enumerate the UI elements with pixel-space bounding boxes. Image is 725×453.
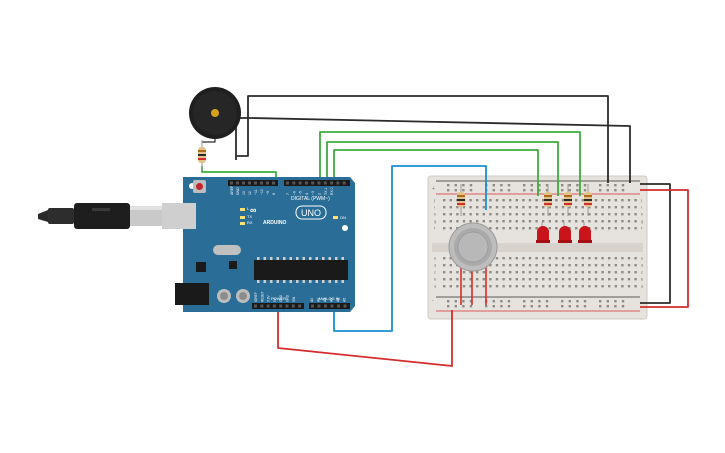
digital-pin-label: GND	[236, 187, 240, 195]
resistor-led-3[interactable]	[584, 184, 592, 216]
wire-blue	[333, 165, 487, 332]
microcontroller-chip	[254, 260, 348, 280]
led-red-1[interactable]	[536, 222, 550, 243]
analog-header-label: ANALOG IN	[318, 296, 340, 301]
digital-pin-label: 13	[242, 191, 246, 195]
model-label: UNO	[301, 208, 321, 218]
wire-black-1	[236, 95, 609, 183]
wire-red-rail	[640, 189, 689, 308]
digital-pin-label: ~3	[311, 191, 315, 195]
gas-sensor[interactable]	[448, 222, 498, 305]
row-bottom-letter: b	[641, 277, 644, 282]
wire-black-2	[235, 117, 631, 183]
rail-minus-label: -	[432, 298, 434, 304]
digital-pin-label: 12	[248, 191, 252, 195]
row-bottom-letter: d	[641, 263, 643, 268]
digital-pin-label: ~9	[266, 191, 270, 195]
row-top-letter: g	[434, 219, 436, 224]
resistor-sensor[interactable]	[457, 184, 465, 216]
analog-pin-label: A0	[310, 298, 314, 302]
usb-port	[162, 203, 196, 229]
row-bottom-letter: a	[641, 284, 644, 289]
row-top-letter: g	[641, 219, 643, 224]
power-pin-label: IOREF	[254, 292, 258, 302]
on-label: ON	[340, 215, 346, 220]
digital-pin-label: ~10	[260, 189, 264, 195]
digital-pin-label: ~5	[299, 191, 303, 195]
row-top-letter: i	[641, 205, 642, 210]
power-pin-label: RESET	[260, 291, 264, 302]
wire-green-2	[326, 141, 559, 196]
power-pin-label: GND	[286, 294, 290, 302]
row-top-letter: f	[641, 226, 643, 231]
row-top-letter: f	[434, 226, 436, 231]
row-bottom-letter: b	[434, 277, 437, 282]
resistor-led-1[interactable]	[544, 184, 552, 216]
row-top-letter: i	[434, 205, 435, 210]
row-bottom-letter: d	[434, 263, 436, 268]
analog-pin-label: A3	[330, 298, 334, 302]
rail-plus-label: +	[432, 186, 435, 192]
digital-pin-label: RX 0	[330, 187, 334, 195]
digital-pin-label: ~6	[292, 191, 296, 195]
digital-pin-label: AREF	[230, 186, 234, 195]
analog-pin-label: A4	[336, 298, 340, 302]
row-bottom-letter: c	[434, 270, 436, 275]
row-top-letter: j	[640, 198, 642, 203]
led-rx-label: RX	[247, 220, 253, 225]
power-pin-label: 3.3V	[267, 295, 271, 302]
power-pin-label: GND	[279, 294, 283, 302]
power-jack	[175, 283, 209, 305]
row-top-letter: h	[434, 212, 436, 217]
resistor-led-2[interactable]	[564, 184, 572, 216]
digital-pin-label: ~11	[254, 189, 258, 195]
power-pin-label: VIN	[292, 296, 296, 302]
row-bottom-letter: c	[641, 270, 643, 275]
analog-pin-label: A5	[343, 298, 347, 302]
digital-pin-label: 4	[305, 193, 309, 195]
digital-pin-label: 8	[272, 193, 276, 195]
infinity-logo: ∞	[250, 205, 257, 215]
resistor-buzzer[interactable]	[198, 140, 206, 170]
digital-pin-label: TX 1	[324, 188, 328, 195]
wire-black-rail	[640, 183, 671, 304]
arduino-uno[interactable]: DIGITAL (PWM~) ∞ ARDUINO UNO L TX RX ON …	[162, 177, 355, 312]
analog-pin-label: A2	[323, 298, 327, 302]
usb-cable[interactable]	[38, 203, 162, 229]
row-top-letter: j	[433, 198, 435, 203]
wire-green-1	[319, 131, 581, 196]
row-bottom-letter: e	[641, 256, 644, 261]
wire-red-5v	[277, 307, 453, 367]
led-red-3[interactable]	[578, 222, 592, 243]
row-top-letter: h	[641, 212, 643, 217]
wires[interactable]	[201, 95, 689, 367]
led-tx-label: TX	[247, 214, 252, 219]
row-bottom-letter: e	[434, 256, 437, 261]
digital-pin-label: 2	[318, 193, 322, 195]
wire-green-3	[333, 149, 539, 196]
analog-pin-label: A1	[317, 298, 321, 302]
led-red-2[interactable]	[558, 222, 572, 243]
digital-pin-label: 7	[286, 193, 290, 195]
piezo-buzzer[interactable]	[189, 87, 241, 139]
power-header-label: POWER	[271, 296, 286, 301]
brand-label: ARDUINO	[263, 220, 286, 226]
power-pin-label: 5V	[273, 297, 277, 302]
led-l-label: L	[247, 206, 250, 211]
row-bottom-letter: a	[434, 284, 437, 289]
digital-header-label: DIGITAL (PWM~)	[291, 196, 330, 202]
